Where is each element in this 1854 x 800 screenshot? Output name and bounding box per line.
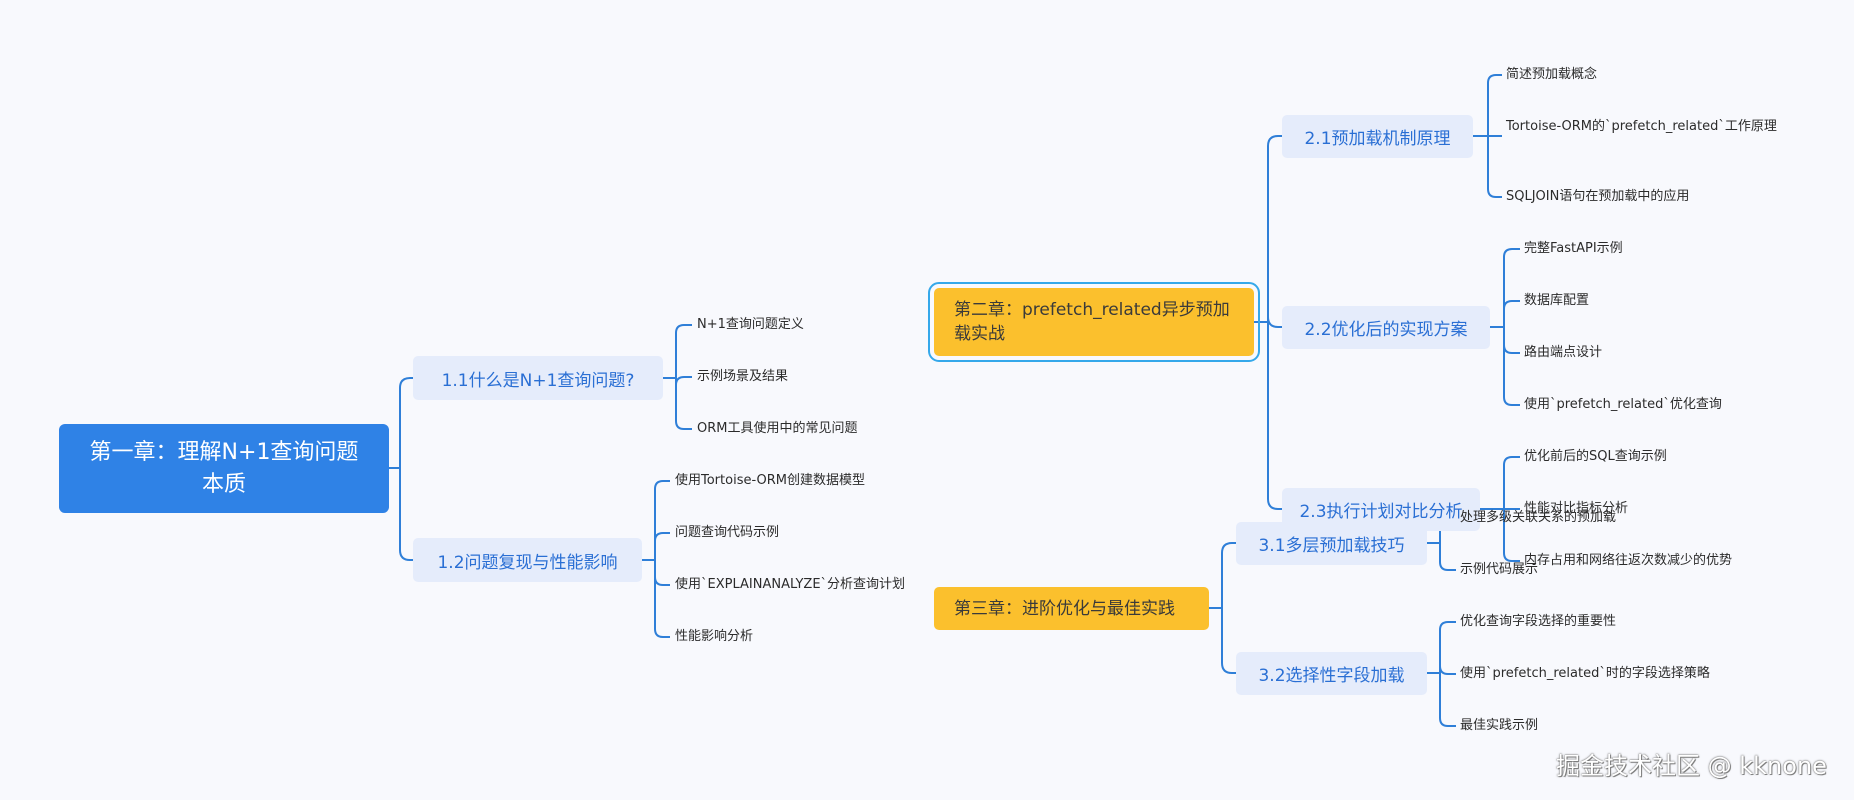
ch2-link-1 [1267,135,1282,322]
leaf-2-3-2[interactable]: 性能对比指标分析 [1524,501,1629,516]
root-link-2 [399,468,413,561]
s12-link-4 [654,560,670,638]
leaf-2-3-1[interactable]: 优化前后的SQL查询示例 [1524,449,1667,464]
leaf-3-2-1[interactable]: 优化查询字段选择的重要性 [1460,614,1617,629]
leaf-3-2-2[interactable]: 使用`prefetch_related`时的字段选择策略 [1460,666,1710,681]
leaf-3-2-3[interactable]: 最佳实践示例 [1460,718,1539,733]
ch2-link-2 [1267,316,1282,328]
topic-2-2[interactable]: 2.2优化后的实现方案 [1282,306,1490,349]
s11-link-3 [675,378,692,430]
leaf-2-2-1[interactable]: 完整FastAPI示例 [1524,241,1623,256]
s12-link-2 [654,532,670,560]
watermark: 掘金技术社区 @ kknone [1556,752,1827,780]
leaf-2-1-2[interactable]: Tortoise-ORM的`prefetch_related`工作原理 [1506,119,1777,134]
topic-3-1[interactable]: 3.1多层预加载技巧 [1236,522,1427,565]
topic-3-2-label: 3.2选择性字段加载 [1258,666,1405,686]
root-node-chapter-1[interactable]: 第一章：理解N+1查询问题本质 [59,424,389,513]
leaf-1-1-3[interactable]: ORM工具使用中的常见问题 [697,421,858,436]
s12-link-3 [654,560,670,586]
ch3-link-2 [1221,608,1236,674]
chapter-2-node[interactable]: 第二章：prefetch_related异步预加载实战 [928,282,1260,362]
ch2-link-3 [1267,322,1282,510]
root-link-1 [399,377,413,468]
s11-link-2 [675,376,692,386]
topic-3-2[interactable]: 3.2选择性字段加载 [1236,652,1427,695]
leaf-3-1-1[interactable]: 处理多级关联关系的预加载 [1460,510,1617,525]
leaf-1-1-1[interactable]: N+1查询问题定义 [697,317,804,332]
topic-1-1-label: 1.1什么是N+1查询问题? [441,370,635,391]
leaf-2-2-4[interactable]: 使用`prefetch_related`优化查询 [1524,397,1722,412]
s32-link-3 [1439,673,1456,727]
s21-link-3 [1487,136,1502,198]
ch3-link-1 [1221,542,1236,608]
leaf-2-1-1[interactable]: 简述预加载概念 [1506,67,1598,82]
chapter-3-label: 第三章：进阶优化与最佳实践 [954,598,1175,619]
s22-link-2 [1503,300,1520,327]
leaf-1-2-1[interactable]: 使用Tortoise-ORM创建数据模型 [675,473,865,488]
s23-link-3 [1503,509,1520,562]
s32-link-1 [1439,621,1456,673]
topic-2-1[interactable]: 2.1预加载机制原理 [1282,115,1473,158]
leaf-2-1-3[interactable]: SQLJOIN语句在预加载中的应用 [1506,189,1690,204]
topic-1-2-label: 1.2问题复现与性能影响 [437,552,618,573]
s22-link-3 [1503,327,1520,354]
chapter-3-node[interactable]: 第三章：进阶优化与最佳实践 [934,587,1209,630]
s11-link-1 [675,324,692,378]
topic-1-1[interactable]: 1.1什么是N+1查询问题? [413,356,663,400]
leaf-1-2-3[interactable]: 使用`EXPLAINANALYZE`分析查询计划 [675,577,906,592]
topic-2-3-label: 2.3执行计划对比分析 [1299,502,1463,522]
topic-2-2-label: 2.2优化后的实现方案 [1304,320,1468,340]
topic-1-2[interactable]: 1.2问题复现与性能影响 [413,538,642,582]
leaf-2-2-2[interactable]: 数据库配置 [1524,293,1590,308]
topic-3-1-label: 3.1多层预加载技巧 [1258,536,1405,556]
leaf-2-2-3[interactable]: 路由端点设计 [1524,345,1603,360]
topic-2-1-label: 2.1预加载机制原理 [1304,129,1451,149]
s21-link-1 [1487,74,1502,136]
s12-link-1 [654,480,670,560]
leaf-3-1-2[interactable]: 示例代码展示 [1460,562,1539,577]
root-label: 第一章：理解N+1查询问题本质 [89,439,359,497]
s23-link-1 [1503,456,1520,509]
s32-link-2 [1439,665,1456,675]
s22-link-4 [1503,327,1520,406]
leaf-2-3-3[interactable]: 内存占用和网络往返次数减少的优势 [1524,553,1733,568]
leaf-1-2-4[interactable]: 性能影响分析 [675,629,754,644]
s22-link-1 [1503,248,1520,327]
leaf-1-2-2[interactable]: 问题查询代码示例 [675,525,780,540]
chapter-2-label: 第二章：prefetch_related异步预加载实战 [954,300,1230,344]
s31-link-2 [1439,543,1456,571]
leaf-1-1-2[interactable]: 示例场景及结果 [697,369,789,384]
